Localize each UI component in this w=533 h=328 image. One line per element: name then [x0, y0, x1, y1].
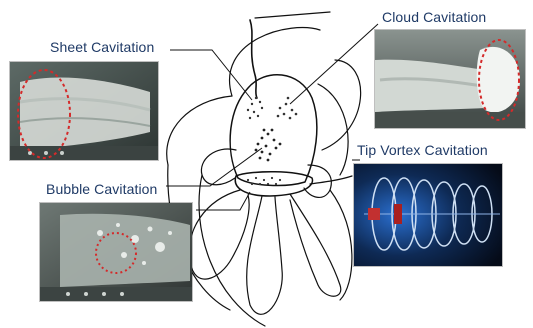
label-cloud-cavitation: Cloud Cavitation: [382, 9, 486, 25]
sheet-cavitation-texture: [247, 97, 263, 119]
leader-cloud: [290, 24, 378, 104]
blade-lower-middle: [247, 196, 283, 314]
cloud-cavitation-photo: [375, 30, 525, 128]
propeller-hub: [235, 172, 312, 196]
blade-outline-right: [318, 84, 348, 175]
blade-outline-left: [167, 96, 232, 165]
blade-lower-left: [189, 190, 249, 279]
sheet-cavitation-photo: [10, 62, 158, 160]
label-tip-vortex-cavitation: Tip Vortex Cavitation: [357, 142, 488, 158]
leader-sheet: [170, 50, 252, 100]
bubble-cavitation-photo: [40, 203, 192, 301]
blade-outline-upper-left: [230, 28, 320, 96]
tip-vortex-cavitation-photo: [354, 164, 502, 266]
blade-outline-right-outer: [322, 60, 361, 150]
label-bubble-cavitation: Bubble Cavitation: [46, 181, 157, 197]
hub-cavitation-texture: [247, 177, 281, 185]
bubble-cavitation-texture: [255, 129, 282, 162]
label-sheet-cavitation: Sheet Cavitation: [50, 39, 154, 55]
blade-lower-right: [290, 194, 341, 296]
shaft-rope: [250, 20, 257, 98]
